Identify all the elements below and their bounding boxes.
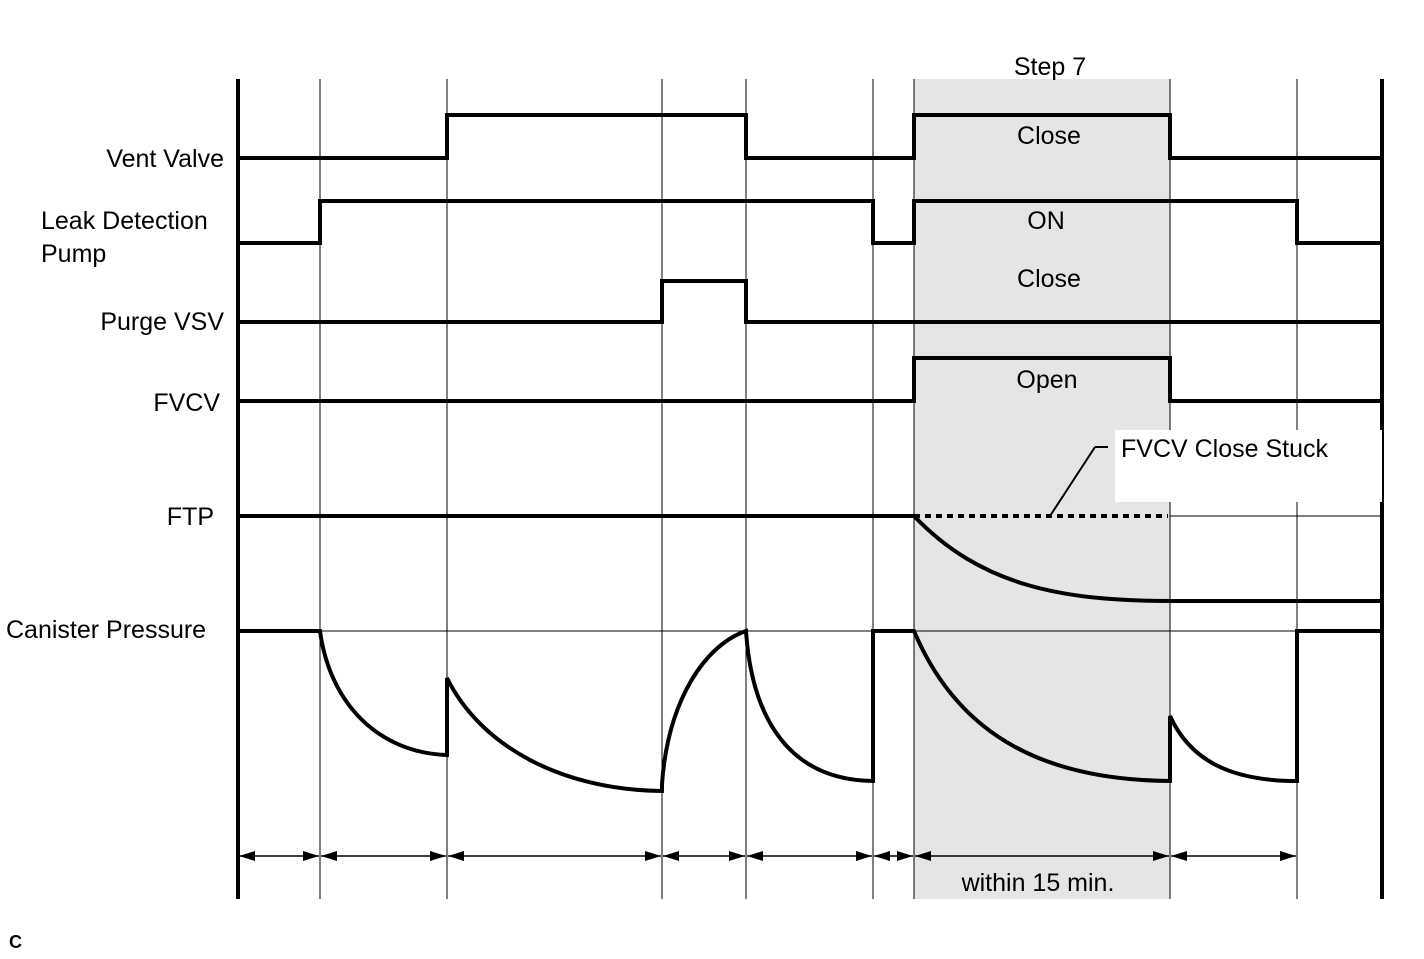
purge-vsv-trace — [238, 279, 1382, 324]
canister-pressure-label: Canister Pressure — [6, 616, 206, 644]
vent-valve-trace — [238, 113, 1382, 160]
duration-arrowhead-left — [321, 851, 337, 861]
leak-detection-pump-label-line2: Pump — [41, 240, 106, 268]
close-stuck-leader-line — [1049, 446, 1096, 517]
step-title: Step 7 — [1014, 53, 1086, 81]
purge-vsv-label: Purge VSV — [100, 308, 224, 336]
corner-mark: C — [9, 932, 22, 952]
pump-state-label: ON — [1027, 207, 1065, 235]
duration-arrowhead-right — [645, 851, 661, 861]
duration-arrowhead-left — [747, 851, 763, 861]
duration-arrowhead-right — [1280, 851, 1296, 861]
ftp-trace — [238, 514, 1382, 603]
leak-detection-pump-label-line1: Leak Detection — [41, 207, 208, 235]
duration-label: within 15 min. — [961, 869, 1115, 897]
phase-duration-arrows — [239, 851, 1296, 861]
duration-arrowhead-left — [448, 851, 464, 861]
duration-arrowhead-right — [856, 851, 872, 861]
duration-arrowhead-right — [303, 851, 319, 861]
duration-arrowhead-left — [239, 851, 255, 861]
duration-arrowhead-left — [663, 851, 679, 861]
duration-arrowhead-right — [1153, 851, 1169, 861]
fvcv-label: FVCV — [153, 389, 220, 417]
duration-arrowhead-right — [430, 851, 446, 861]
ftp-label: FTP — [167, 503, 214, 531]
duration-arrowhead-right — [897, 851, 913, 861]
fvcv-state-label: Open — [1016, 366, 1077, 394]
duration-arrowhead-left — [874, 851, 890, 861]
duration-arrowhead-right — [729, 851, 745, 861]
duration-arrowhead-left — [915, 851, 931, 861]
purge-vsv-state-label: Close — [1017, 265, 1081, 293]
vent-valve-state-label: Close — [1017, 122, 1081, 150]
leak-detection-pump-trace — [238, 199, 1382, 245]
annotation-label-background — [1115, 430, 1382, 502]
duration-arrowhead-left — [1171, 851, 1187, 861]
fvcv-trace — [238, 356, 1382, 403]
fvcv-close-stuck-label: FVCV Close Stuck — [1121, 435, 1329, 463]
vent-valve-label: Vent Valve — [106, 145, 224, 173]
canister-pressure-trace — [238, 628, 1382, 794]
